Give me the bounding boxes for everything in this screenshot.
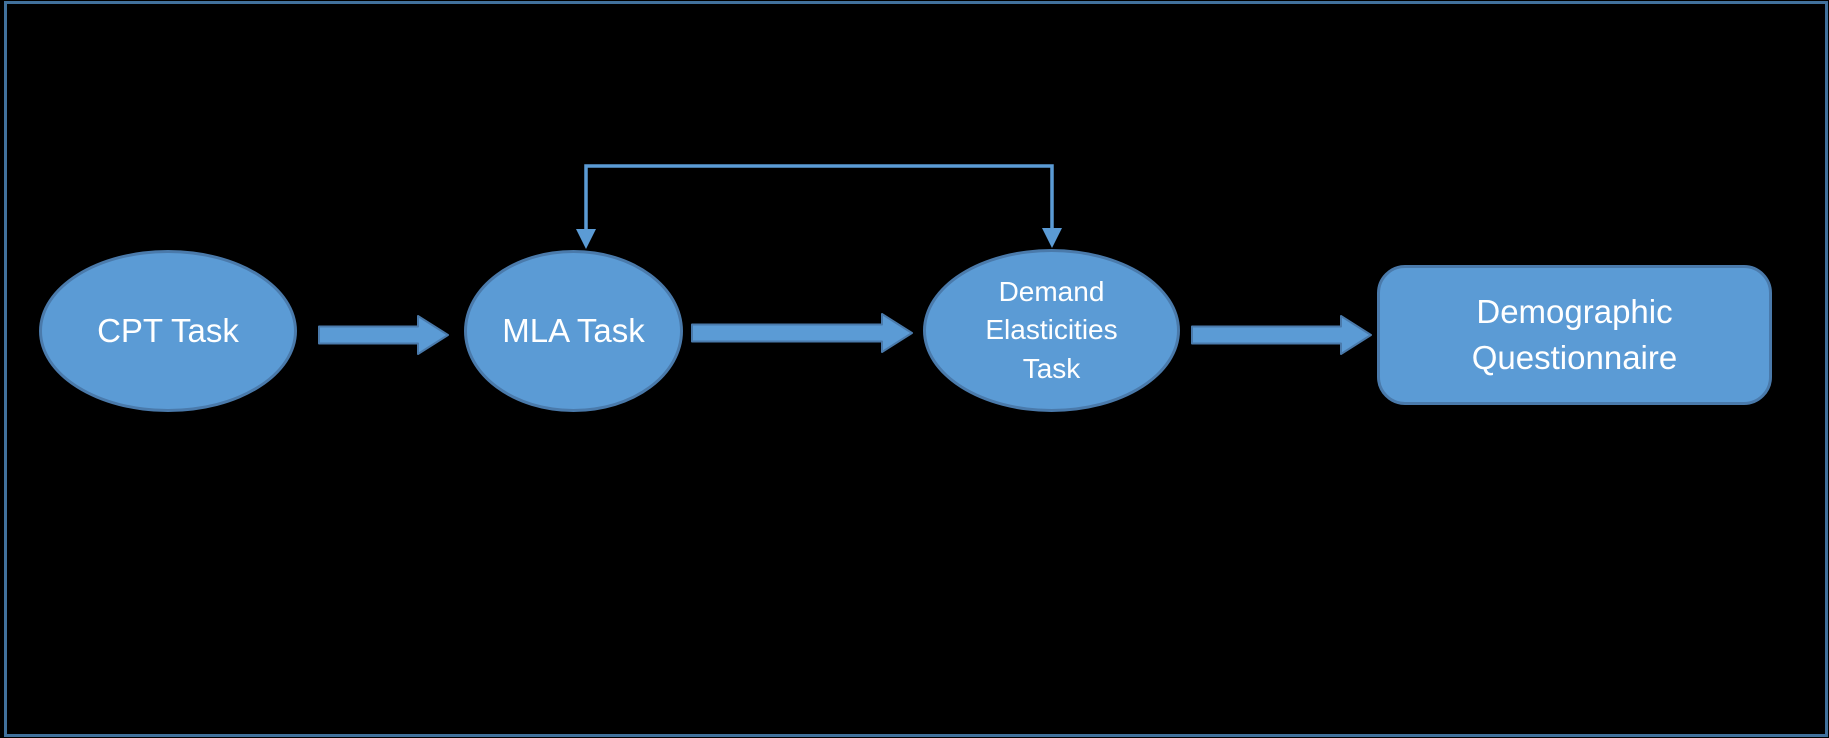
node-demand-elasticities-task: Demand Elasticities Task (923, 249, 1180, 412)
node-cpt-task-label: CPT Task (97, 312, 239, 350)
node-mla-task: MLA Task (464, 250, 683, 412)
node-mla-task-label: MLA Task (502, 312, 645, 350)
feedback-arrowhead-demand (1042, 228, 1062, 248)
arrow-demand-to-demographic (1191, 315, 1372, 355)
node-demographic-questionnaire-label: Demographic Questionnaire (1471, 293, 1678, 376)
feedback-arrowhead-mla (576, 229, 596, 249)
node-demographic-questionnaire: Demographic Questionnaire (1377, 265, 1772, 405)
arrow-mla-to-demand (691, 313, 913, 353)
arrow-cpt-to-mla (318, 315, 449, 355)
node-cpt-task: CPT Task (39, 250, 297, 412)
node-demand-elasticities-task-label: Demand Elasticities Task (985, 275, 1118, 384)
feedback-loop-connector (584, 164, 1054, 232)
